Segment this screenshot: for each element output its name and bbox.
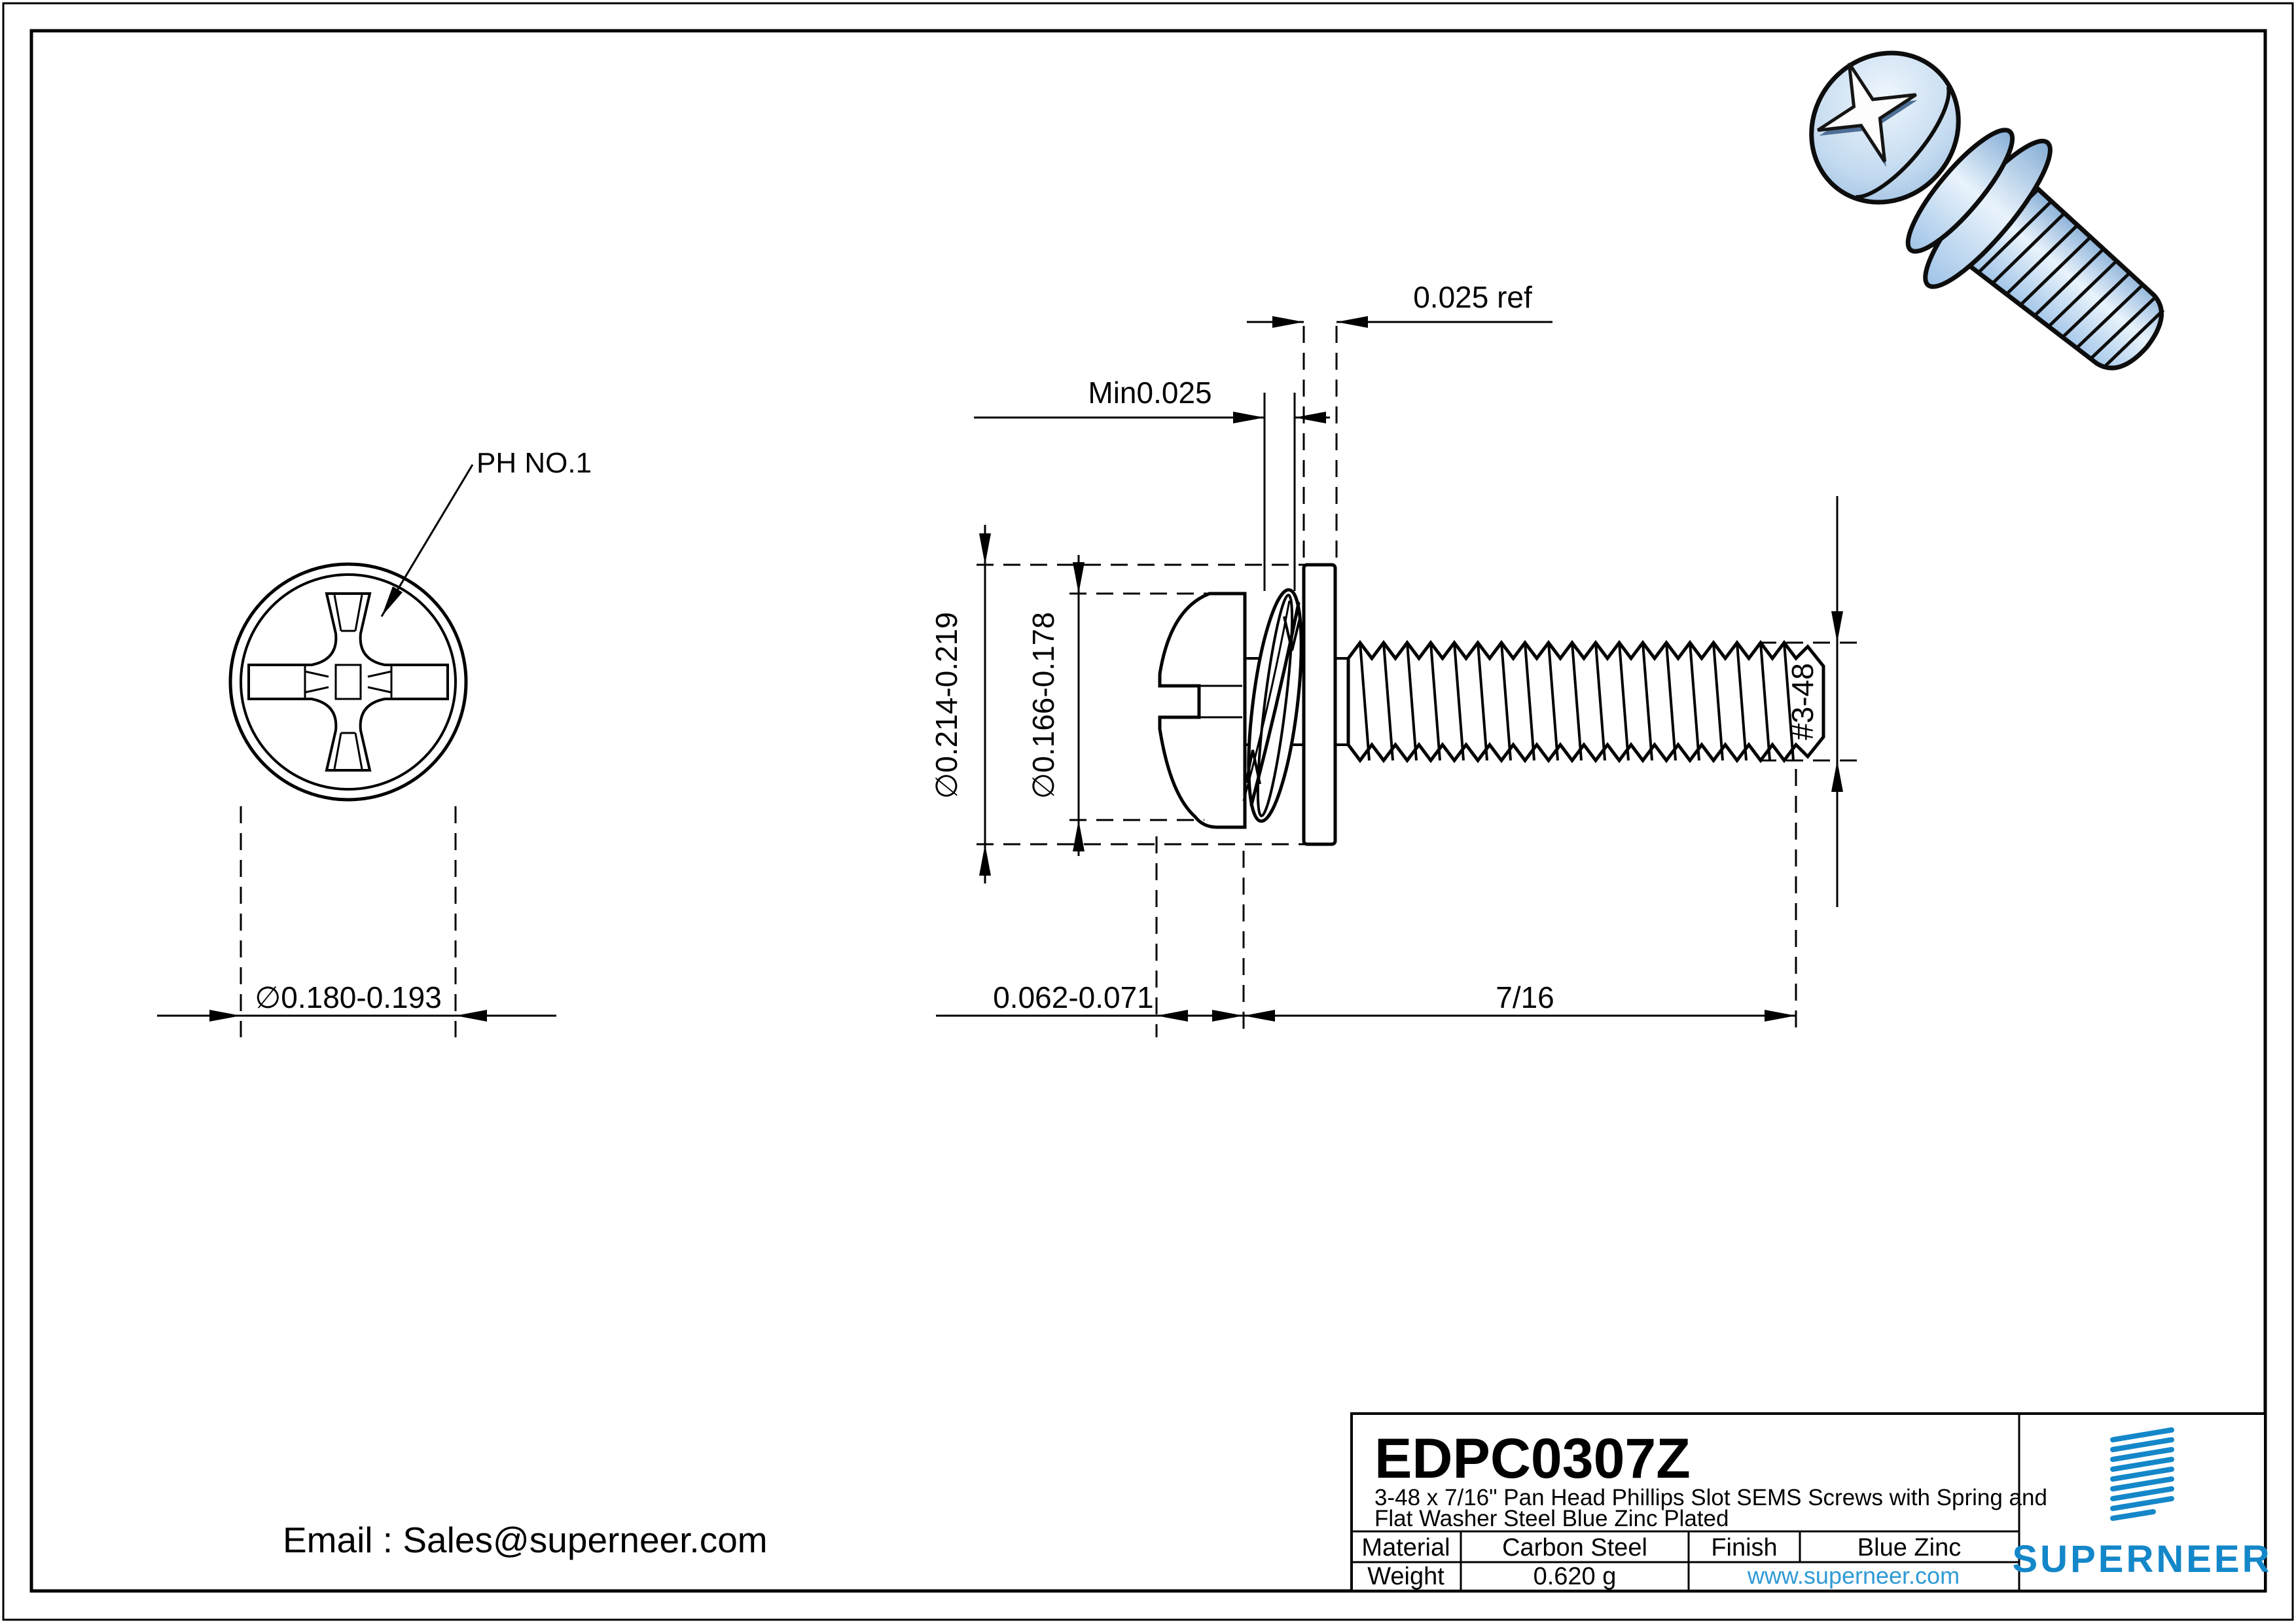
part-description-line1: 3-48 x 7/16" Pan Head Phillips Slot SEMS…	[1374, 1485, 2047, 1510]
render-head	[1809, 50, 1961, 205]
part-number: EDPC0307Z	[1374, 1427, 1691, 1490]
website-link[interactable]: www.superneer.com	[1747, 1562, 1960, 1589]
thread-flank-lines	[1359, 642, 1795, 761]
spring-washer	[1242, 588, 1303, 823]
superneer-wordmark: SUPERNEER	[2013, 1538, 2272, 1580]
front-diameter-dimension: ∅0.180-0.193	[157, 806, 556, 1037]
thread-spec-dimension: #3-48	[1759, 496, 1857, 907]
flat-washer	[1302, 563, 1337, 846]
part-description-line2: Flat Washer Steel Blue Zinc Plated	[1374, 1506, 1729, 1531]
front-diameter-text: ∅0.180-0.193	[255, 980, 442, 1014]
ph-callout-label: PH NO.1	[476, 447, 592, 479]
front-view: PH NO.1 ∅0.180-0.193	[157, 447, 592, 1037]
thread-profile	[1346, 639, 1825, 764]
superneer-logo-mark	[2110, 1427, 2174, 1521]
phillips-slot-recess	[247, 592, 449, 772]
side-view: 0.025 ref Min0.025 ∅0.214-0.219	[929, 280, 1857, 1037]
material-label: Material	[1361, 1534, 1450, 1561]
washer-ref-text: 0.025 ref	[1413, 280, 1532, 314]
head-slot-hidden-lines	[1199, 685, 1242, 719]
head-outer-circle	[228, 562, 468, 802]
finish-label: Finish	[1711, 1534, 1777, 1561]
recess-detail-lines	[304, 594, 393, 770]
ph-callout: PH NO.1	[380, 447, 592, 617]
spring-min-text: Min0.025	[1088, 376, 1211, 410]
flat-washer-od-dimension: ∅0.214-0.219	[929, 525, 1306, 883]
spring-min-dimension: Min0.025	[974, 376, 1330, 591]
head-height-text: 0.062-0.071	[993, 980, 1154, 1014]
washer-ref-dimension: 0.025 ref	[1247, 280, 1552, 563]
title-block: EDPC0307Z 3-48 x 7/16" Pan Head Phillips…	[1350, 1412, 2272, 1592]
head-od-text: ∅0.166-0.178	[1026, 612, 1060, 799]
render-3d-screw	[1809, 50, 2165, 370]
material-value: Carbon Steel	[1502, 1534, 1647, 1561]
render-spring-washer	[1905, 128, 2015, 254]
thread-length-text: 7/16	[1496, 980, 1554, 1014]
contact-email: Email : Sales@superneer.com	[283, 1520, 768, 1560]
flat-washer-od-text: ∅0.214-0.219	[929, 612, 963, 799]
length-dimensions: 0.062-0.071 7/16	[936, 769, 1797, 1037]
leader-arrowhead	[382, 586, 403, 616]
head-inner-circle	[240, 573, 457, 791]
finish-value: Blue Zinc	[1857, 1534, 1961, 1561]
weight-label: Weight	[1367, 1563, 1444, 1590]
thread-spec-text: #3-48	[1785, 663, 1820, 740]
render-phillips-cross	[1817, 62, 1918, 168]
head-od-dimension: ∅0.166-0.178	[1026, 555, 1208, 856]
pan-head-profile	[1158, 592, 1247, 829]
weight-value: 0.620 g	[1534, 1563, 1617, 1590]
